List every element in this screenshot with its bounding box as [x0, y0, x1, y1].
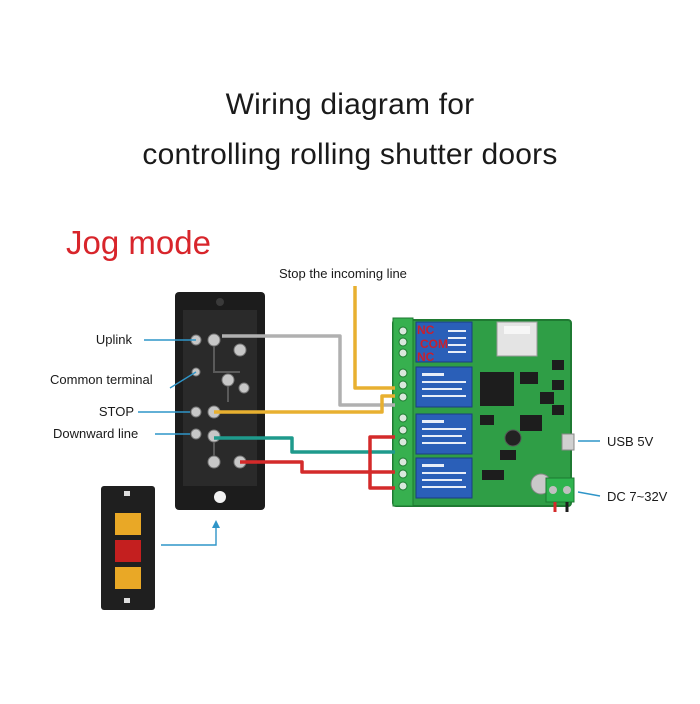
wire-yellow-stop: [214, 394, 395, 414]
label-common-terminal: Common terminal: [50, 372, 153, 387]
label-downward-line: Downward line: [53, 426, 139, 441]
wire-gray-uplink: [222, 334, 395, 407]
leader-lines: [138, 339, 601, 546]
wire-yellow-stop-incoming: [353, 286, 395, 390]
wire-teal-downward: [214, 436, 395, 454]
relay-terminal-com: COM: [420, 337, 448, 351]
mode-label: Jog mode: [66, 224, 211, 261]
switch-terminal-block: [175, 292, 265, 510]
title-line-2: controlling rolling shutter doors: [142, 138, 558, 171]
label-uplink: Uplink: [95, 332, 132, 347]
label-usb: USB 5V: [607, 434, 654, 449]
label-stop: STOP: [98, 404, 134, 419]
wire-red-common: [240, 460, 395, 474]
relay-terminal-nc-2: NC: [417, 350, 435, 364]
title-line-1: Wiring diagram for: [225, 88, 475, 121]
relays: [415, 321, 473, 499]
label-dc: DC 7~32V: [607, 489, 668, 504]
wire-red-jumper: [368, 435, 395, 490]
relay-board: [392, 317, 575, 507]
relay-terminal-nc-1: NC: [417, 323, 435, 337]
label-stop-incoming: Stop the incoming line: [279, 266, 407, 281]
push-button-station: [101, 486, 155, 610]
leader-arrowhead: [212, 520, 220, 528]
wires: [214, 286, 569, 512]
